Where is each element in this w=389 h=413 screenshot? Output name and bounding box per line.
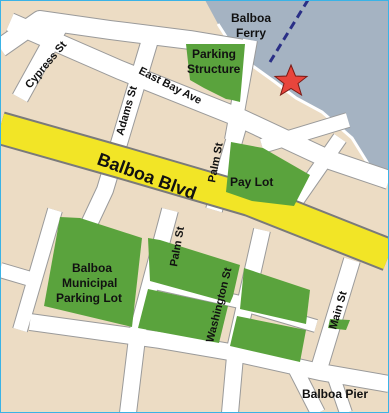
pay-lot-label: Pay Lot xyxy=(230,175,273,189)
street-north-cross xyxy=(259,113,351,153)
lot-main-st xyxy=(328,319,350,330)
municipal-lot-area-west xyxy=(44,217,142,327)
pay-lot-area xyxy=(226,142,310,206)
street-cypress-st xyxy=(12,18,70,102)
municipal-lot-area-north xyxy=(148,238,240,303)
parking-structure-label-line1: Parking xyxy=(192,47,236,61)
balboa-pier-label: Balboa Pier xyxy=(302,387,368,401)
balboa-blvd-road xyxy=(0,111,389,271)
star-icon xyxy=(273,63,309,97)
ferry-label-line1: Balboa xyxy=(231,11,271,25)
balboa-blvd-fill xyxy=(0,113,389,269)
lot-east-north xyxy=(240,268,310,324)
street-main-st xyxy=(310,257,360,375)
municipal-lot-label-line1: Balboa xyxy=(72,261,112,275)
lot-east-south xyxy=(230,316,306,362)
street-pier-2 xyxy=(326,370,352,413)
street-east-diag xyxy=(284,134,346,214)
municipal-lot-area-south xyxy=(138,289,228,343)
municipal-lot-label-line2: Municipal xyxy=(62,276,117,290)
street-pier xyxy=(289,366,325,413)
ferry-label-line2: Ferry xyxy=(236,26,266,40)
municipal-lot-label-line3: Parking Lot xyxy=(56,291,122,305)
street-lower-cross xyxy=(13,208,62,332)
parking-structure-area xyxy=(186,44,245,102)
parking-structure-label-line2: Structure xyxy=(187,62,241,76)
street-lower-2 xyxy=(28,314,389,392)
